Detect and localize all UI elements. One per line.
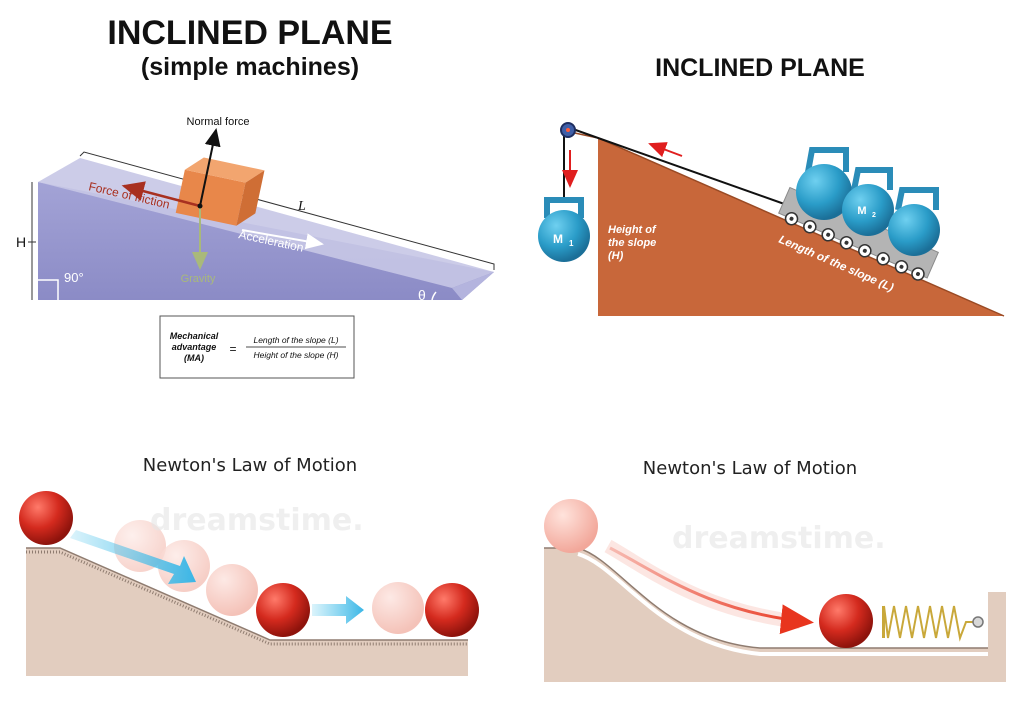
svg-text:2: 2 [872, 212, 876, 219]
svg-text:Mechanical: Mechanical [170, 331, 219, 341]
panel2-diagram: M 1 M 2 H [538, 122, 1005, 317]
panel4-diagram [544, 499, 1006, 682]
length-mark: L [297, 199, 306, 214]
red-ball-end [425, 583, 479, 637]
ground-ramp-3 [26, 548, 468, 676]
height-label-3: (H) [608, 250, 624, 262]
svg-text:M: M [553, 232, 563, 246]
panel4-title: Newton's Law of Motion [642, 458, 858, 479]
right-angle-label: 90° [64, 270, 84, 285]
kettlebell-m2-group: M 2 [796, 147, 940, 256]
svg-text:M: M [857, 205, 866, 217]
box [175, 157, 265, 226]
pink-ball-start [544, 499, 598, 553]
acceleration-arrow [241, 229, 324, 250]
kettlebell-m1: M 1 [538, 197, 590, 262]
panel3-diagram [19, 491, 479, 676]
friction-arrow [121, 181, 201, 208]
normal-force-arrow [199, 128, 221, 207]
svg-text:Length of the slope (L): Length of the slope (L) [253, 335, 338, 345]
watermark-2: dreamstime. [672, 521, 886, 556]
panel1-title: INCLINED PLANE [107, 14, 393, 52]
spring [882, 605, 984, 642]
svg-text:advantage: advantage [172, 342, 217, 352]
angle-label: θ [418, 287, 426, 303]
blue-arrow-1 [70, 530, 196, 584]
blue-arrow-2 [312, 596, 364, 624]
panel3-title: Newton's Law of Motion [142, 455, 358, 476]
rope-arrow [648, 142, 683, 158]
red-ball-middle [256, 583, 310, 637]
panel1-subtitle: (simple machines) [140, 53, 360, 81]
panel2-title: INCLINED PLANE [655, 54, 865, 82]
normal-force-label: Normal force [187, 116, 250, 128]
height-label-2: the slope [608, 237, 656, 249]
red-ball-start [19, 491, 73, 545]
formula-box: Mechanical advantage (MA) = Length of th… [159, 315, 355, 379]
svg-text:Height of the slope (H): Height of the slope (H) [253, 350, 338, 360]
svg-text:(MA): (MA) [184, 353, 204, 363]
red-motion-arrow [609, 546, 814, 635]
ramp-side [38, 182, 494, 300]
height-mark: H [16, 234, 26, 250]
red-ball-spring [819, 594, 873, 648]
ramp-top-face [38, 158, 494, 288]
gravity-label: Gravity [181, 273, 216, 285]
height-label-1: Height of [608, 224, 657, 236]
watermark-1: dreamstime. [150, 503, 364, 538]
svg-text:1: 1 [569, 239, 574, 248]
svg-text:=: = [229, 342, 236, 356]
panel1-diagram: Normal force Force of friction Accelerat… [16, 116, 495, 379]
